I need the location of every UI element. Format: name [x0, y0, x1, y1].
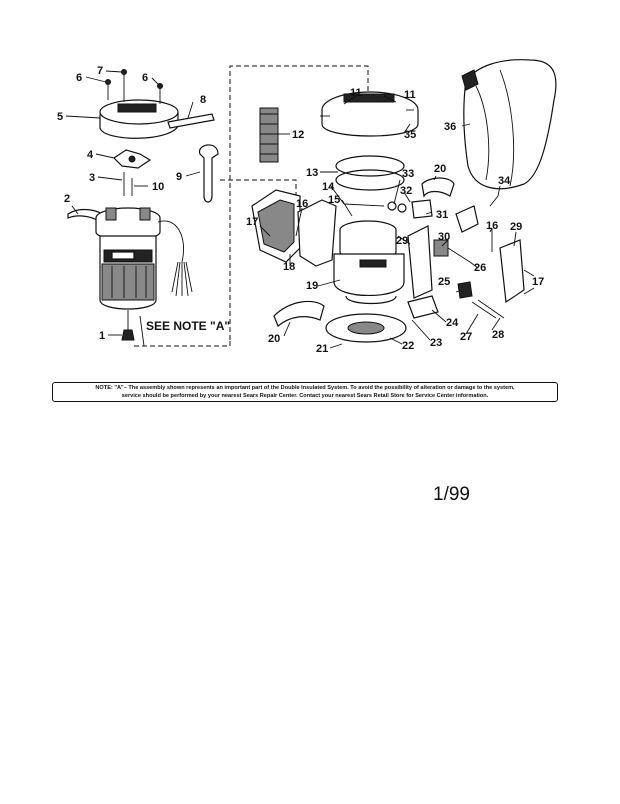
part-label: 22 [402, 340, 414, 352]
part-label: 17 [246, 216, 258, 228]
part-label: 5 [57, 111, 63, 123]
part-label: 31 [436, 209, 448, 221]
motor-assembly [67, 69, 219, 347]
callout-leaders [65, 70, 535, 349]
base-assembly [251, 91, 525, 343]
part-label: 12 [292, 129, 304, 141]
part-label: 29 [396, 235, 408, 247]
part-label: 2 [64, 193, 70, 205]
part-label: 21 [316, 343, 328, 355]
date-code: 1/99 [433, 484, 470, 505]
part-label: 6 [76, 72, 82, 84]
part-label: 7 [97, 65, 103, 77]
part-label: 36 [444, 121, 456, 133]
service-note-line: NOTE: "A"– The assembly shown represents… [95, 385, 515, 391]
part-label: 18 [283, 261, 295, 273]
part-label: 32 [400, 185, 412, 197]
part-label: 20 [434, 163, 446, 175]
part-label: 6 [142, 72, 148, 84]
part-label: 16 [296, 198, 308, 210]
part-label: 20 [268, 333, 280, 345]
part-label: 1 [99, 330, 105, 342]
part-label: 29 [510, 221, 522, 233]
part-label: 30 [438, 231, 450, 243]
part-label: 8 [200, 94, 206, 106]
dust-bag [461, 59, 557, 190]
part-label: 10 [152, 181, 164, 193]
part-label: 35 [404, 129, 416, 141]
part-label: 3 [89, 172, 95, 184]
service-note: NOTE: "A"– The assembly shown represents… [52, 382, 558, 402]
part-label: 13 [306, 167, 318, 179]
part-label: 28 [492, 329, 504, 341]
part-label: 15 [328, 194, 340, 206]
part-label: 17 [532, 276, 544, 288]
part-label: 27 [460, 331, 472, 343]
part-label: 19 [306, 280, 318, 292]
part-label: 9 [176, 171, 182, 183]
assembly-connector-lines [134, 65, 369, 347]
part-label: 25 [438, 276, 450, 288]
part-label: 34 [498, 175, 511, 187]
part-label: 11 [404, 89, 416, 101]
part-label: 16 [486, 220, 498, 232]
part-label: 14 [322, 181, 335, 193]
part-label: 11 [350, 87, 362, 99]
service-note-line: service should be performed by your near… [121, 393, 489, 399]
part-label: 26 [474, 262, 486, 274]
part-label: 4 [87, 149, 94, 161]
part-label: 24 [446, 317, 459, 329]
part-label: 23 [430, 337, 442, 349]
part-number-labels: 6 7 6 8 5 4 3 10 9 2 1 SEE NOTE "A" 11 1… [57, 65, 544, 355]
part-label: 33 [402, 168, 414, 180]
see-note-label: SEE NOTE "A" [146, 319, 230, 333]
